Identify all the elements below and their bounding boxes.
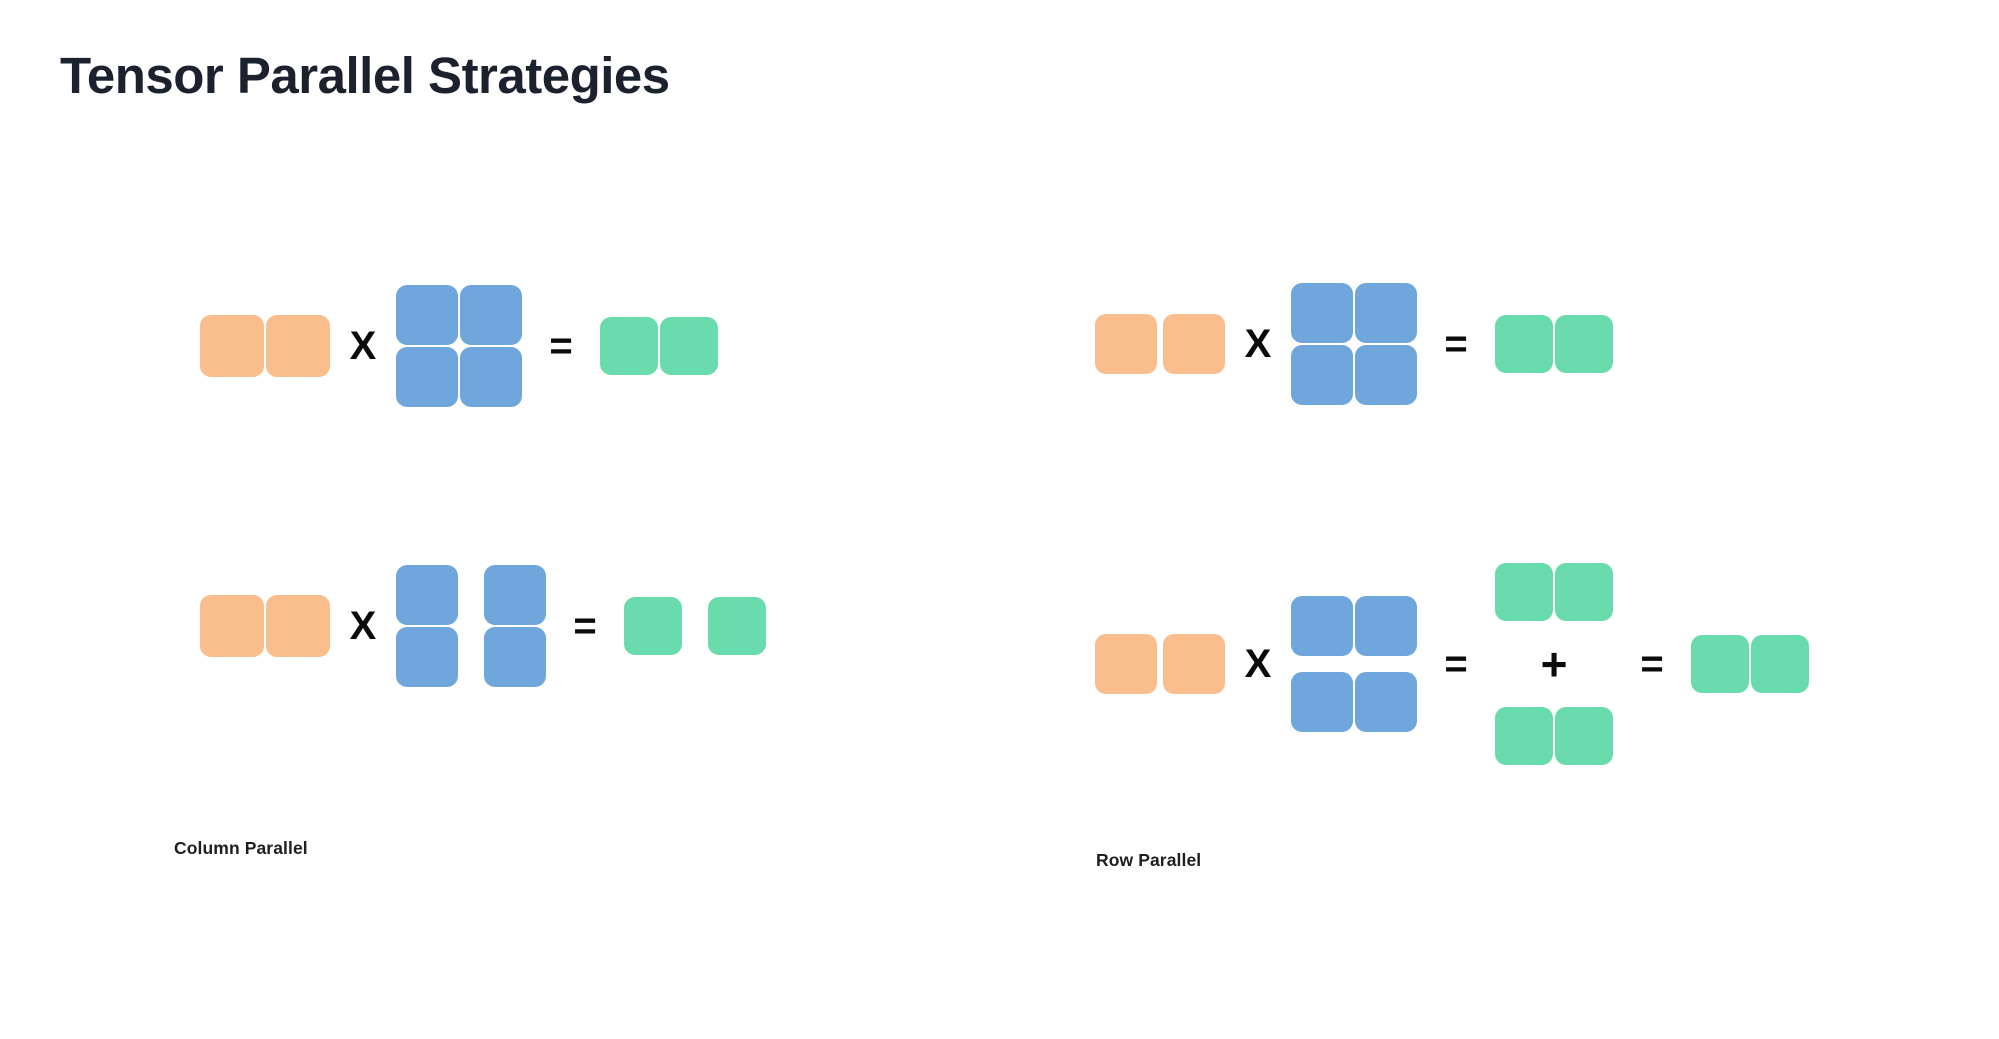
weight-matrix-full <box>1291 283 1417 405</box>
output-matrix-full <box>1495 315 1613 373</box>
matrix-cell <box>1751 635 1809 693</box>
row-parallel-equation-sharded: X = + = <box>1095 563 1809 765</box>
matrix-row <box>624 597 766 655</box>
partial-output-matrix <box>1495 707 1613 765</box>
equals-operator: = <box>549 324 573 368</box>
matrix-cell <box>1495 707 1553 765</box>
matrix-cell <box>1355 345 1417 405</box>
matrix-cell <box>1163 314 1225 374</box>
matrix-cell <box>484 565 546 625</box>
matrix-row <box>1291 596 1417 656</box>
matrix-cell <box>1495 563 1553 621</box>
multiply-operator: X <box>349 324 377 368</box>
matrix-row <box>1691 635 1809 693</box>
weight-matrix-column-sharded <box>396 565 546 687</box>
matrix-cell <box>1555 707 1613 765</box>
output-matrix-column-sharded <box>624 597 766 655</box>
input-activations-matrix-sharded <box>1095 634 1225 694</box>
matrix-cell <box>660 317 718 375</box>
matrix-cell <box>1355 283 1417 343</box>
matrix-cell <box>1095 634 1157 694</box>
column-parallel-equation-sharded: X = <box>200 565 766 687</box>
matrix-cell <box>1495 315 1553 373</box>
matrix-cell <box>396 347 458 407</box>
matrix-cell <box>1291 283 1353 343</box>
weight-matrix-full <box>396 285 522 407</box>
input-activations-matrix <box>1095 314 1225 374</box>
equals-operator: = <box>573 604 597 648</box>
matrix-row <box>200 315 330 377</box>
matrix-cell <box>1555 563 1613 621</box>
matrix-cell <box>396 627 458 687</box>
input-activations-matrix <box>200 595 330 657</box>
row-parallel-equation-unsharded: X = <box>1095 283 1613 405</box>
partial-outputs-sum-group: + <box>1495 563 1613 765</box>
matrix-row <box>1095 314 1225 374</box>
matrix-row <box>396 347 522 407</box>
matrix-cell <box>396 565 458 625</box>
output-matrix-reduced <box>1691 635 1809 693</box>
matrix-row <box>396 565 546 625</box>
multiply-operator: X <box>349 604 377 648</box>
matrix-cell <box>484 627 546 687</box>
column-parallel-equation-unsharded: X = <box>200 285 718 407</box>
matrix-cell <box>1555 315 1613 373</box>
matrix-cell <box>396 285 458 345</box>
row-parallel-panel: X = X <box>1000 0 1999 1039</box>
plus-operator: + <box>1540 638 1568 690</box>
matrix-row <box>1291 345 1417 405</box>
matrix-cell <box>1095 314 1157 374</box>
column-parallel-caption: Column Parallel <box>174 838 308 858</box>
matrix-row <box>1095 634 1225 694</box>
matrix-row <box>396 627 546 687</box>
matrix-row <box>1495 315 1613 373</box>
matrix-cell <box>1355 596 1417 656</box>
matrix-cell <box>200 315 264 377</box>
input-activations-matrix <box>200 315 330 377</box>
matrix-cell <box>708 597 766 655</box>
multiply-operator: X <box>1244 642 1272 686</box>
matrix-cell <box>266 595 330 657</box>
matrix-cell <box>1291 596 1353 656</box>
column-parallel-panel: X = X <box>174 285 766 858</box>
matrix-cell <box>600 317 658 375</box>
matrix-row <box>1291 672 1417 732</box>
matrix-cell <box>1291 672 1353 732</box>
matrix-cell <box>1291 345 1353 405</box>
matrix-row <box>200 595 330 657</box>
matrix-cell <box>460 347 522 407</box>
matrix-cell <box>624 597 682 655</box>
matrix-cell <box>460 285 522 345</box>
equals-operator: = <box>1444 642 1468 686</box>
matrix-cell <box>266 315 330 377</box>
matrix-row <box>1291 283 1417 343</box>
matrix-row <box>600 317 718 375</box>
matrix-cell <box>1163 634 1225 694</box>
matrix-cell <box>200 595 264 657</box>
row-parallel-caption: Row Parallel <box>1096 850 1202 870</box>
equals-operator-final: = <box>1640 642 1664 686</box>
weight-matrix-row-sharded <box>1291 596 1417 732</box>
output-matrix-full <box>600 317 718 375</box>
partial-output-matrix <box>1495 563 1613 621</box>
matrix-cell <box>1355 672 1417 732</box>
multiply-operator: X <box>1244 322 1272 366</box>
matrix-row <box>396 285 522 345</box>
matrix-cell <box>1691 635 1749 693</box>
page-title: Tensor Parallel Strategies <box>60 47 670 104</box>
equals-operator: = <box>1444 322 1468 366</box>
